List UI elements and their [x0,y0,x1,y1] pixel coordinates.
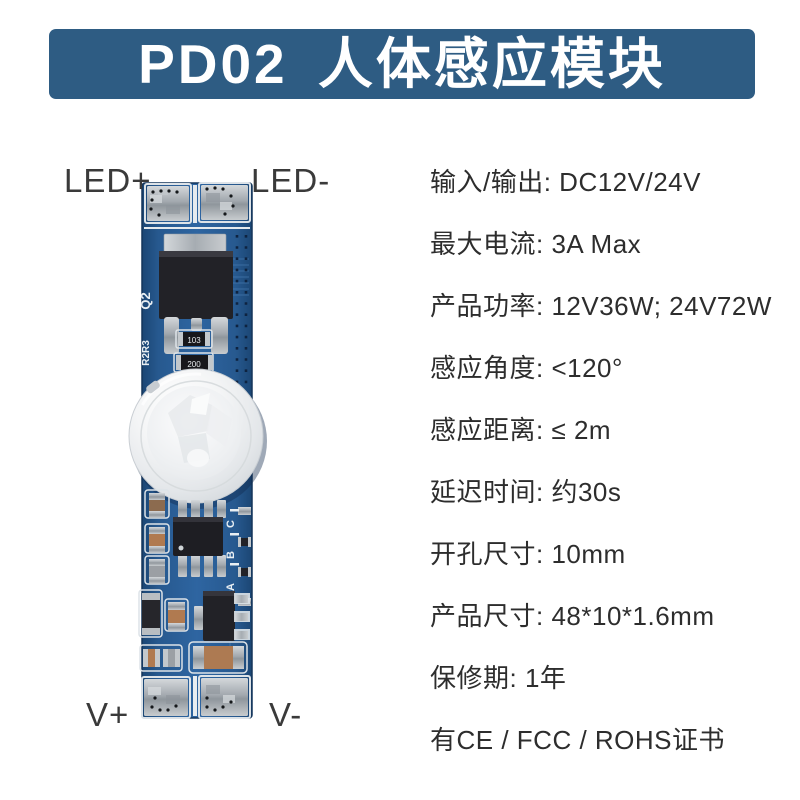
solder-pad-led-plus [144,183,192,224]
spec-input-output: 输入/输出: DC12V/24V [430,166,701,197]
silkscreen-pad-c: C [225,520,237,528]
soic-pin1-dot [178,545,184,551]
pir-dome [128,368,264,504]
pad-divider-bottom [193,676,197,716]
mosfet-body [159,251,233,319]
spec-warranty: 保修期: 1年 [430,662,567,693]
label-led-plus: LED+ [64,162,152,199]
spec-hole-size: 开孔尺寸: 10mm [430,538,626,569]
label-led-minus: LED- [251,162,331,199]
regulator-body [203,591,235,641]
spec-sensing-angle: 感应角度: <120° [430,352,623,383]
svg-text:200: 200 [187,360,201,369]
label-v-minus: V- [269,696,303,733]
pad-divider-top [193,185,197,223]
solder-pad-v-plus [141,676,191,719]
solder-pad-v-minus [198,675,251,719]
module-photo: Q2 R2R3 103 200 [60,155,340,755]
silkscreen-pad-a: A [225,583,237,591]
spec-power: 产品功率: 12V36W; 24V72W [430,290,772,321]
spec-product-size: 产品尺寸: 48*10*1.6mm [430,600,715,631]
silkscreen-pad-b: B [225,551,237,559]
spec-max-current: 最大电流: 3A Max [430,228,642,259]
page-title: PD02 人体感应模块 [138,32,666,95]
dome-notch [146,380,160,394]
resistor-103: 103 [175,329,213,349]
silkscreen-r2r3: R2R3 [141,340,152,366]
pcb-photo: Q2 R2R3 103 200 [128,182,267,719]
soic-chip [173,500,226,577]
spec-delay-time: 延迟时间: 约30s [430,476,622,507]
silkscreen-q2: Q2 [138,292,153,309]
regulator-sot89 [194,591,250,641]
mosfet-q2 [159,233,233,354]
capacitor-tan [164,598,189,632]
svg-text:103: 103 [187,336,201,345]
mosfet-tab [163,233,227,253]
spec-list: 输入/输出: DC12V/24V 最大电流: 3A Max 产品功率: 12V3… [430,149,772,769]
solder-pad-led-minus [198,182,251,223]
spec-sensing-distance: 感应距离: ≤ 2m [430,414,612,445]
spec-certifications: 有CE / FCC / ROHS证书 [430,724,726,755]
title-banner: PD02 人体感应模块 [49,29,755,99]
passive-column-left [144,489,170,585]
label-v-plus: V+ [86,696,130,733]
bottom-passives [139,641,248,674]
diode [138,589,163,638]
soic-body [173,517,223,556]
